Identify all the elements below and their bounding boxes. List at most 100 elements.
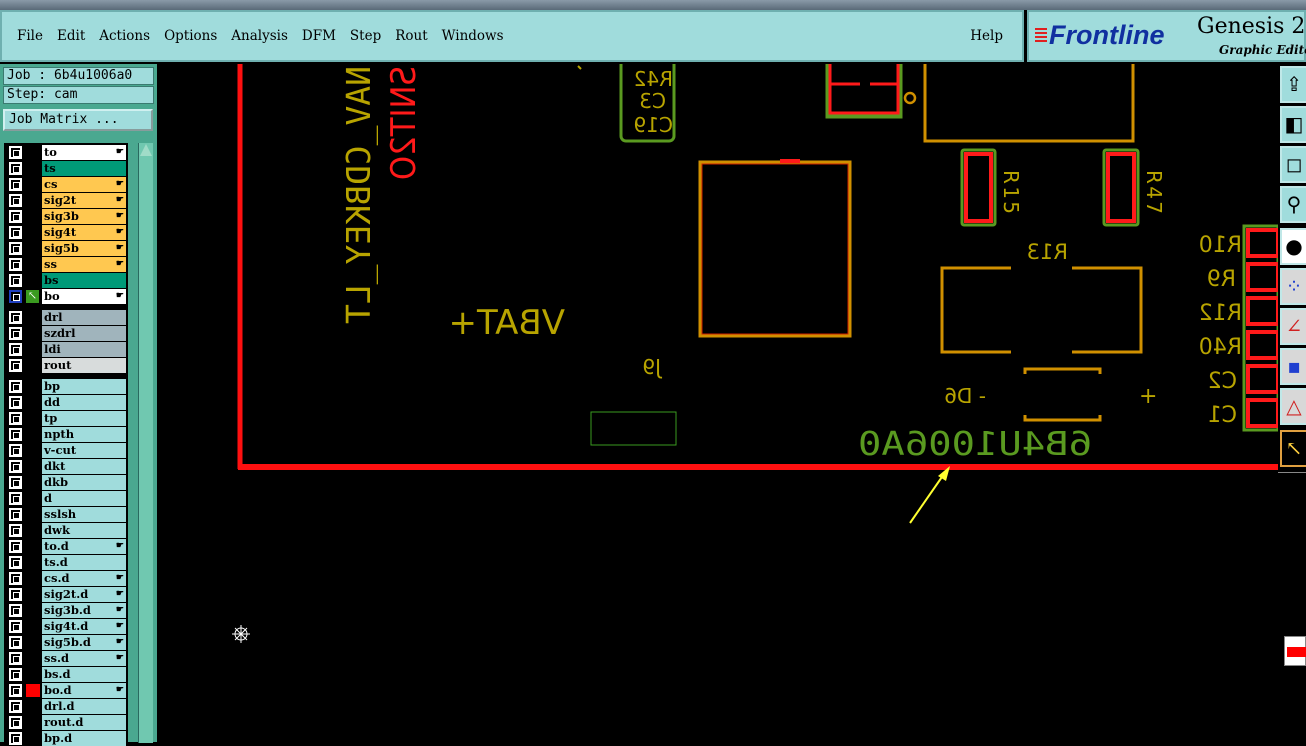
layer-checkbox[interactable]	[9, 700, 22, 713]
layer-checkbox[interactable]	[9, 556, 22, 569]
affected-hand-icon[interactable]: ☛	[115, 243, 124, 253]
layer-name[interactable]: d	[42, 491, 126, 506]
layer-name[interactable]: dkt	[42, 459, 126, 474]
measure-button[interactable]: ⚲	[1280, 186, 1306, 223]
layer-row-ss[interactable]: ss☛	[6, 257, 126, 272]
layer-checkbox[interactable]	[9, 492, 22, 505]
layer-name[interactable]: dwk	[42, 523, 126, 538]
layer-checkbox[interactable]	[9, 290, 22, 303]
window-titlebar[interactable]	[0, 0, 1306, 10]
layer-checkbox[interactable]	[9, 476, 22, 489]
layer-row-bs.d[interactable]: bs.d	[6, 667, 126, 682]
affected-hand-icon[interactable]: ☛	[115, 147, 124, 157]
menu-rout[interactable]: Rout	[395, 28, 428, 44]
layer-name[interactable]: ss☛	[42, 257, 126, 272]
layer-row-rout[interactable]: rout	[6, 358, 126, 373]
triangle-button[interactable]: △	[1280, 388, 1306, 425]
layer-row-sig4t.d[interactable]: sig4t.d☛	[6, 619, 126, 634]
connect-button[interactable]: ⁘	[1280, 268, 1306, 305]
layer-checkbox[interactable]	[9, 162, 22, 175]
menu-analysis[interactable]: Analysis	[231, 28, 288, 44]
layer-list-scrollbar[interactable]	[138, 143, 153, 743]
layer-name[interactable]: ss.d☛	[42, 651, 126, 666]
layer-name[interactable]: tp	[42, 411, 126, 426]
layer-name[interactable]: npth	[42, 427, 126, 442]
layer-checkbox[interactable]	[9, 524, 22, 537]
fit-zoom-button[interactable]: ◻	[1280, 146, 1306, 183]
layer-row-to.d[interactable]: to.d☛	[6, 539, 126, 554]
layer-name[interactable]: v-cut	[42, 443, 126, 458]
affected-hand-icon[interactable]: ☛	[115, 211, 124, 221]
affected-hand-icon[interactable]: ☛	[115, 637, 124, 647]
layer-name[interactable]: sig2t☛	[42, 193, 126, 208]
layer-row-v-cut[interactable]: v-cut	[6, 443, 126, 458]
layer-name[interactable]: bs.d	[42, 667, 126, 682]
layer-name[interactable]: ts.d	[42, 555, 126, 570]
layer-row-drl.d[interactable]: drl.d	[6, 699, 126, 714]
layer-checkbox[interactable]	[9, 226, 22, 239]
layer-name[interactable]: bp	[42, 379, 126, 394]
menu-actions[interactable]: Actions	[99, 28, 151, 44]
layer-name[interactable]: rout	[42, 358, 126, 373]
layer-row-dkt[interactable]: dkt	[6, 459, 126, 474]
layer-row-to[interactable]: to☛	[6, 145, 126, 160]
affected-hand-icon[interactable]: ☛	[115, 653, 124, 663]
affected-hand-icon[interactable]: ☛	[115, 573, 124, 583]
menu-dfm[interactable]: DFM	[301, 28, 336, 44]
layer-row-bp.d[interactable]: bp.d	[6, 731, 126, 746]
move-to-button[interactable]: ▪	[1280, 348, 1306, 385]
layer-name[interactable]: drl	[42, 310, 126, 325]
job-matrix-button[interactable]: Job Matrix ...	[3, 109, 153, 131]
layer-row-dd[interactable]: dd	[6, 395, 126, 410]
layer-checkbox[interactable]	[9, 396, 22, 409]
layer-name[interactable]: rout.d	[42, 715, 126, 730]
layer-row-sig2t[interactable]: sig2t☛	[6, 193, 126, 208]
layer-row-sig5b[interactable]: sig5b☛	[6, 241, 126, 256]
layer-checkbox[interactable]	[9, 343, 22, 356]
layer-name[interactable]: szdrl	[42, 326, 126, 341]
layer-name[interactable]: cs.d☛	[42, 571, 126, 586]
affected-hand-icon[interactable]: ☛	[115, 259, 124, 269]
layer-name[interactable]: cs☛	[42, 177, 126, 192]
layer-row-rout.d[interactable]: rout.d	[6, 715, 126, 730]
layer-checkbox[interactable]	[9, 508, 22, 521]
layer-name[interactable]: to.d☛	[42, 539, 126, 554]
layer-row-szdrl[interactable]: szdrl	[6, 326, 126, 341]
layer-row-npth[interactable]: npth	[6, 427, 126, 442]
layer-row-drl[interactable]: drl	[6, 310, 126, 325]
layer-checkbox[interactable]	[9, 412, 22, 425]
layer-checkbox[interactable]	[9, 311, 22, 324]
layer-checkbox[interactable]	[9, 242, 22, 255]
layer-row-ts[interactable]: ts	[6, 161, 126, 176]
affected-hand-icon[interactable]: ☛	[115, 195, 124, 205]
layer-checkbox[interactable]	[9, 258, 22, 271]
layer-checkbox[interactable]	[9, 668, 22, 681]
layer-row-ss.d[interactable]: ss.d☛	[6, 651, 126, 666]
layer-name[interactable]: sig4t☛	[42, 225, 126, 240]
affected-hand-icon[interactable]: ☛	[115, 179, 124, 189]
graphic-canvas[interactable]: NAV_CDBKEY_LT SNIT2O VBAT+ J9 R42 C3 C19…	[157, 64, 1278, 742]
layer-checkbox[interactable]	[9, 274, 22, 287]
layer-checkbox[interactable]	[9, 178, 22, 191]
layer-row-d[interactable]: d	[6, 491, 126, 506]
layer-name[interactable]: bo.d☛	[42, 683, 126, 698]
scroll-up-arrow-icon[interactable]	[140, 144, 152, 156]
layer-name[interactable]: dd	[42, 395, 126, 410]
layer-row-ts.d[interactable]: ts.d	[6, 555, 126, 570]
layer-row-bs[interactable]: bs	[6, 273, 126, 288]
layer-checkbox[interactable]	[9, 444, 22, 457]
select-feature-button[interactable]: ●	[1280, 228, 1306, 265]
layer-name[interactable]: sig5b.d☛	[42, 635, 126, 650]
layer-row-sig2t.d[interactable]: sig2t.d☛	[6, 587, 126, 602]
layer-row-sslsh[interactable]: sslsh	[6, 507, 126, 522]
layer-checkbox[interactable]	[9, 732, 22, 745]
layer-up-button[interactable]: ⇪	[1280, 66, 1306, 103]
layer-name[interactable]: sig5b☛	[42, 241, 126, 256]
layer-name[interactable]: sig3b☛	[42, 209, 126, 224]
layer-row-ldi[interactable]: ldi	[6, 342, 126, 357]
layer-checkbox[interactable]	[9, 327, 22, 340]
layer-checkbox[interactable]	[9, 684, 22, 697]
layer-row-tp[interactable]: tp	[6, 411, 126, 426]
layer-row-dwk[interactable]: dwk	[6, 523, 126, 538]
layer-name[interactable]: sig4t.d☛	[42, 619, 126, 634]
